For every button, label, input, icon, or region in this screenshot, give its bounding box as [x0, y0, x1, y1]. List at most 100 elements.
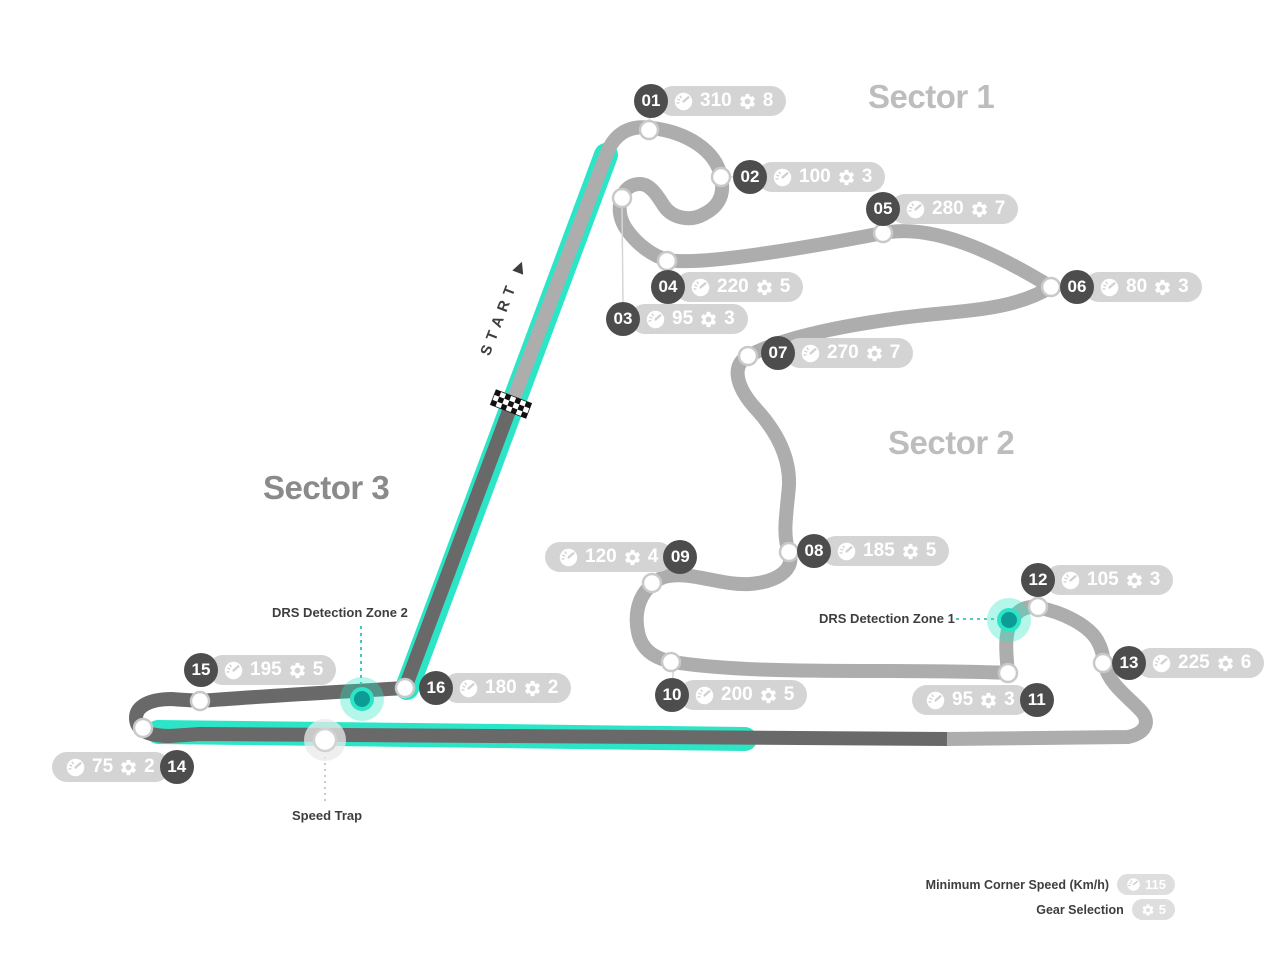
corner-pill: 200 5: [679, 680, 808, 710]
corner-badge-15: 15 195 5: [184, 653, 337, 687]
gear-icon: [970, 200, 989, 219]
speedometer-icon: [694, 685, 715, 706]
corner-marker-16: [394, 677, 416, 699]
corner-marker-4: [656, 250, 678, 272]
corner-speed: 105: [1087, 569, 1119, 590]
speedometer-icon: [772, 167, 793, 188]
corner-gear: 6: [1240, 652, 1252, 673]
corner-marker-11: [997, 662, 1019, 684]
corner-badge-08: 08 185 5: [797, 534, 950, 568]
speedometer-icon: [65, 757, 86, 778]
drs-detection-marker-1: [987, 598, 1031, 642]
corner-pill: 105 3: [1045, 565, 1174, 595]
corner-marker-15: [189, 690, 211, 712]
drs-detection-marker-2: [340, 677, 384, 721]
corner-gear: 3: [1149, 569, 1161, 590]
corner-marker-2: [710, 166, 732, 188]
gear-icon: [1153, 278, 1172, 297]
legend-gear-selection-value: 5: [1158, 902, 1166, 917]
corner-pill: 225 6: [1136, 648, 1265, 678]
corner-pill: 100 3: [757, 162, 886, 192]
gear-icon: [288, 661, 307, 680]
gear-icon: [623, 548, 642, 567]
corner-speed: 95: [952, 689, 974, 710]
corner-badge-03: 03 95 3: [606, 302, 748, 336]
corner-number: 16: [419, 671, 453, 705]
corner-number: 08: [797, 534, 831, 568]
track-sector1-2: [505, 120, 1153, 746]
corner-pill: 195 5: [208, 655, 337, 685]
corner-number: 14: [159, 750, 194, 784]
gear-icon: [738, 92, 757, 111]
corner-badge-16: 16 180 2: [419, 671, 572, 705]
corner-number: 06: [1060, 270, 1094, 304]
gear-icon: [699, 310, 718, 329]
corner-badge-06: 06 80 3: [1060, 270, 1202, 304]
corner-number: 02: [733, 160, 767, 194]
speedometer-icon: [645, 309, 666, 330]
gear-icon: [119, 758, 138, 777]
corner-gear: 4: [647, 546, 659, 567]
corner-number: 03: [606, 302, 640, 336]
legend-gear-selection: Gear Selection 5: [1036, 899, 1175, 920]
corner-speed: 75: [92, 756, 114, 777]
corner-pill: 120 4: [545, 542, 674, 572]
drs-detection-zone-2-label: DRS Detection Zone 2: [272, 605, 408, 620]
gear-icon: [1125, 571, 1144, 590]
legend-min-corner-speed-label: Minimum Corner Speed (Km/h): [925, 877, 1110, 892]
corner-speed: 280: [932, 198, 964, 219]
corner-marker-7: [737, 345, 759, 367]
corner-speed: 200: [721, 684, 753, 705]
corner-speed: 195: [250, 659, 282, 680]
corner-speed: 270: [827, 342, 859, 363]
speedometer-icon: [558, 547, 579, 568]
corner-badge-11: 11 95 3: [912, 683, 1054, 717]
corner-speed: 120: [585, 546, 617, 567]
corner-pill: 95 3: [630, 304, 748, 334]
corner-number: 15: [184, 653, 218, 687]
start-finish-line: [489, 389, 533, 419]
sector-1-label: Sector 1: [868, 78, 995, 115]
corner-number: 07: [761, 336, 795, 370]
speedometer-icon: [673, 91, 694, 112]
corner-gear: 5: [925, 540, 937, 561]
legend-gear-selection-pill: 5: [1131, 899, 1175, 920]
corner-gear: 3: [724, 308, 735, 329]
speedometer-icon: [905, 199, 926, 220]
corner-speed: 95: [672, 308, 694, 329]
corner-marker-6: [1040, 276, 1062, 298]
gear-icon: [759, 686, 778, 705]
corner-badge-14: 14 75 2: [52, 750, 194, 784]
corner-gear: 3: [1004, 689, 1015, 710]
corner-speed: 185: [863, 540, 895, 561]
corner-pill: 280 7: [890, 194, 1019, 224]
corner-gear: 7: [889, 342, 901, 363]
corner-marker-1: [638, 119, 660, 141]
corner-gear: 3: [1178, 276, 1189, 297]
gear-icon: [1216, 654, 1235, 673]
corner-badge-02: 02 100 3: [733, 160, 886, 194]
corner-marker-13: [1092, 652, 1114, 674]
gear-icon: [865, 344, 884, 363]
gear-icon: [979, 691, 998, 710]
corner-marker-14: [132, 717, 154, 739]
speedometer-icon: [1099, 277, 1120, 298]
legend-min-corner-speed-value: 115: [1145, 877, 1166, 892]
corner-speed: 80: [1126, 276, 1148, 297]
legend: Minimum Corner Speed (Km/h) 115 Gear Sel…: [926, 874, 1175, 920]
speedometer-icon: [1060, 570, 1081, 591]
corner-pill: 310 8: [658, 86, 787, 116]
gear-icon: [523, 679, 542, 698]
speedometer-icon: [1151, 653, 1172, 674]
gear-icon: [755, 278, 774, 297]
gear-icon: [1141, 903, 1155, 917]
legend-min-corner-speed-pill: 115: [1117, 874, 1175, 895]
corner-number: 05: [866, 192, 900, 226]
corner-badge-10: 10 200 5: [655, 678, 808, 712]
speedometer-icon: [690, 277, 711, 298]
corner-speed: 180: [485, 677, 517, 698]
corner-number: 09: [663, 540, 698, 574]
corner-pill: 95 3: [912, 685, 1030, 715]
